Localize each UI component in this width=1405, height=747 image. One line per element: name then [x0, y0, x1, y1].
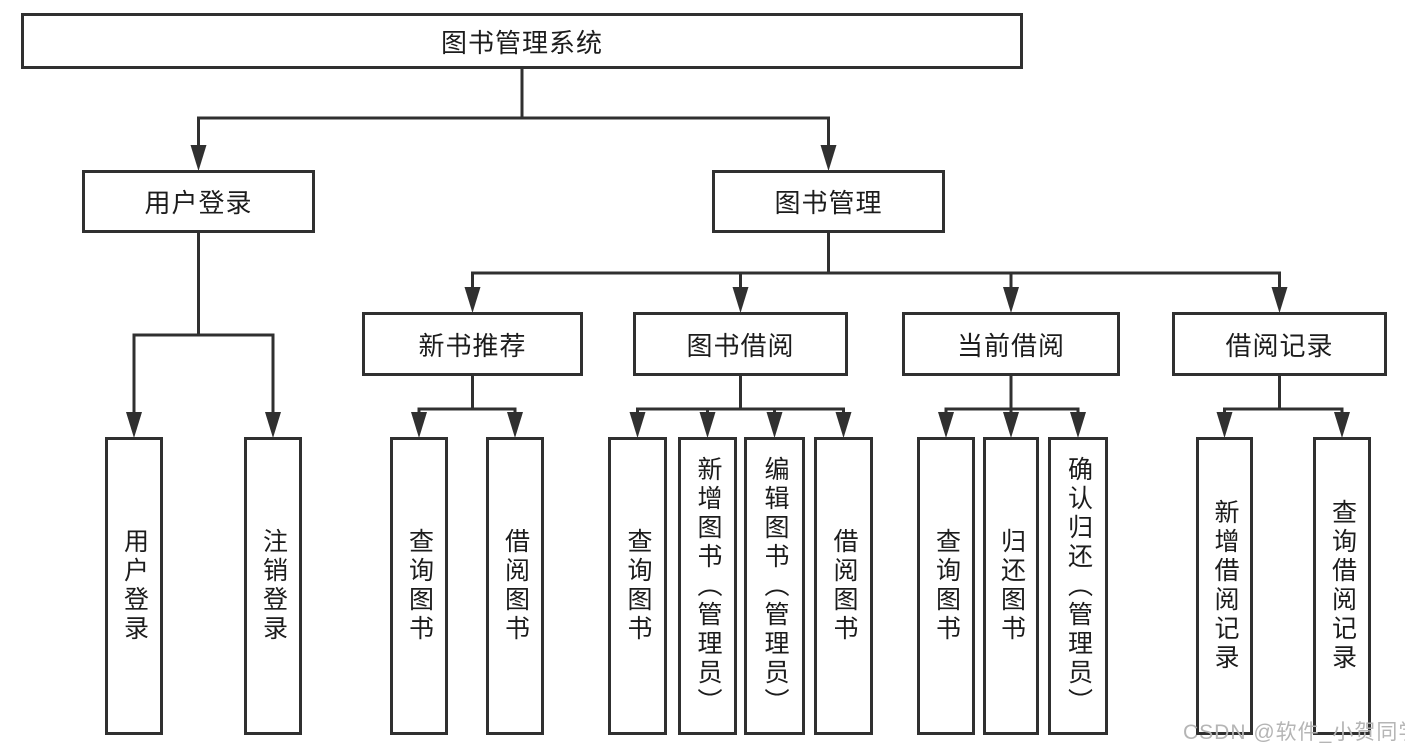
- node-leaf-rec-borrow: 借阅图书: [486, 437, 544, 735]
- arrowhead-icon: [1070, 412, 1086, 438]
- arrowhead-icon: [190, 145, 207, 171]
- node-label-leaf-login: 用户登录: [120, 528, 149, 644]
- arrowhead-icon: [1003, 412, 1019, 438]
- node-label-leaf-rec-query: 查询图书: [405, 528, 434, 644]
- node-label-leaf-cur-confirm: 确认归还（管理员）: [1064, 455, 1093, 717]
- node-label-leaf-log-add: 新增借阅记录: [1211, 499, 1239, 673]
- arrowhead-icon: [464, 287, 481, 313]
- node-leaf-bor-query: 查询图书: [608, 437, 667, 735]
- node-label-user-login: 用户登录: [144, 188, 253, 218]
- node-label-leaf-cur-query: 查询图书: [932, 528, 961, 644]
- watermark-text: CSDN @软件_小贺同学: [1183, 721, 1405, 744]
- node-label-root: 图书管理系统: [440, 27, 603, 58]
- node-leaf-login: 用户登录: [105, 437, 163, 735]
- node-label-leaf-log-query: 查询借阅记录: [1328, 499, 1357, 673]
- node-label-current-borrow: 当前借阅: [956, 330, 1065, 361]
- node-label-borrow-records: 借阅记录: [1225, 330, 1334, 361]
- node-label-leaf-cur-return: 归还图书: [997, 528, 1026, 644]
- node-label-leaf-rec-borrow: 借阅图书: [501, 528, 530, 644]
- node-label-leaf-bor-edit: 编辑图书（管理员）: [761, 455, 789, 717]
- node-leaf-cur-return: 归还图书: [983, 437, 1039, 735]
- arrowhead-icon: [732, 287, 749, 313]
- node-label-leaf-logout: 注销登录: [259, 528, 288, 644]
- arrowhead-icon: [835, 412, 852, 438]
- node-leaf-logout: 注销登录: [244, 437, 302, 735]
- node-leaf-log-add: 新增借阅记录: [1196, 437, 1253, 735]
- node-leaf-bor-borrow: 借阅图书: [814, 437, 873, 735]
- arrowhead-icon: [938, 412, 954, 438]
- arrowhead-icon: [629, 412, 646, 438]
- arrowhead-icon: [507, 412, 523, 438]
- arrowhead-icon: [699, 412, 716, 438]
- node-leaf-cur-query: 查询图书: [917, 437, 975, 735]
- node-leaf-log-query: 查询借阅记录: [1313, 437, 1371, 735]
- arrowhead-icon: [126, 412, 142, 438]
- node-new-book-rec: 新书推荐: [362, 312, 583, 376]
- node-leaf-bor-edit: 编辑图书（管理员）: [744, 437, 805, 735]
- node-leaf-rec-query: 查询图书: [390, 437, 448, 735]
- arrowhead-icon: [411, 412, 427, 438]
- node-label-book-borrow: 图书借阅: [686, 330, 795, 361]
- arrowhead-icon: [1003, 287, 1019, 313]
- node-label-leaf-bor-borrow: 借阅图书: [830, 528, 858, 644]
- node-label-new-book-rec: 新书推荐: [418, 330, 527, 361]
- arrowhead-icon: [1271, 287, 1288, 313]
- arrowhead-icon: [820, 145, 837, 171]
- arrowhead-icon: [1334, 412, 1350, 438]
- node-root: 图书管理系统: [21, 13, 1023, 69]
- node-leaf-bor-add: 新增图书（管理员）: [678, 437, 737, 735]
- arrowhead-icon: [766, 412, 783, 438]
- node-label-book-mgmt: 图书管理: [774, 188, 883, 218]
- node-user-login: 用户登录: [82, 170, 315, 233]
- node-leaf-cur-confirm: 确认归还（管理员）: [1048, 437, 1108, 735]
- node-book-borrow: 图书借阅: [633, 312, 848, 376]
- node-label-leaf-bor-add: 新增图书（管理员）: [694, 455, 722, 717]
- node-current-borrow: 当前借阅: [902, 312, 1120, 376]
- arrowhead-icon: [1216, 412, 1233, 438]
- node-borrow-records: 借阅记录: [1172, 312, 1387, 376]
- arrowhead-icon: [265, 412, 281, 438]
- node-book-mgmt: 图书管理: [712, 170, 945, 233]
- node-label-leaf-bor-query: 查询图书: [624, 528, 652, 644]
